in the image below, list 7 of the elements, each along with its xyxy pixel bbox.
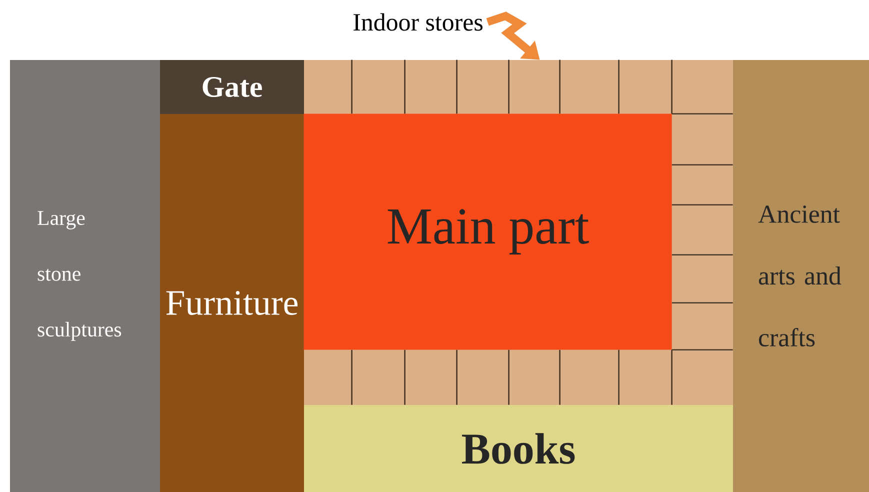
region-block: Furniture bbox=[160, 114, 304, 492]
region-block: Ancient arts and crafts bbox=[733, 60, 869, 492]
region-block: Books bbox=[304, 405, 733, 492]
region-block: Large stone sculptures bbox=[10, 60, 160, 492]
main-block: Main part bbox=[304, 114, 672, 350]
gate-block: Gate bbox=[160, 60, 304, 114]
diagram-title-text: Indoor stores bbox=[354, 13, 482, 31]
